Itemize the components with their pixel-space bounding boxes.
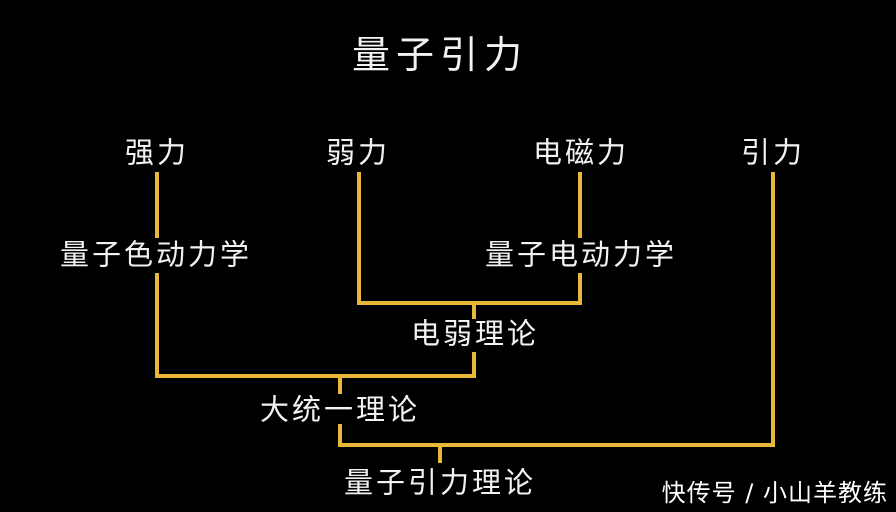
theory-electroweak: 电弱理论 — [410, 316, 540, 351]
line-gut-gravity-to-qg — [338, 172, 775, 447]
theory-qed: 量子电动力学 — [484, 237, 678, 272]
line-qcd-to-gut — [155, 273, 476, 378]
theory-gut: 大统一理论 — [259, 392, 421, 427]
force-strong: 强力 — [124, 135, 190, 170]
line-weak-em-to-electroweak — [357, 172, 582, 305]
theory-qcd: 量子色动力学 — [59, 237, 253, 272]
force-gravity: 引力 — [740, 135, 806, 170]
theory-quantum-gravity: 量子引力理论 — [343, 465, 537, 500]
page-title: 量子引力 — [351, 33, 529, 77]
force-weak: 弱力 — [325, 135, 391, 170]
watermark: 快传号 / 小山羊教练 — [661, 479, 888, 507]
force-electromagnetic: 电磁力 — [532, 135, 630, 170]
